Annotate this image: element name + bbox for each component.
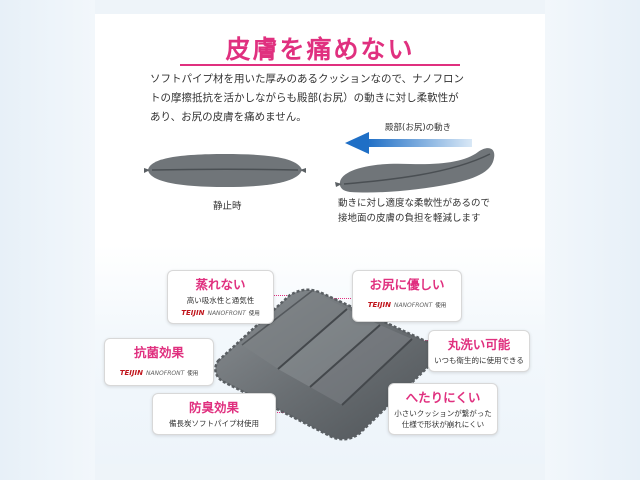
background-left xyxy=(0,0,95,480)
nanofront-logo: NANOFRONT xyxy=(393,301,433,309)
moving-caption-line: 動きに対し適度な柔軟性があるので xyxy=(338,198,491,209)
feature-title: 抗菌効果 xyxy=(133,345,184,360)
motion-arrow-icon xyxy=(345,132,472,154)
teijin-logo: TEIJIN xyxy=(181,309,205,317)
description-line: トの摩擦抵抗を活かしながらも殿部(お尻）の動きに対し柔軟性が xyxy=(150,92,459,104)
static-label: 静止時 xyxy=(213,201,242,212)
brand-use-label: 使用 xyxy=(248,311,260,317)
connector-line xyxy=(330,298,365,299)
brand-use-label: 使用 xyxy=(187,371,199,377)
feature-subtitle-line: 小さいクッションが繋がった xyxy=(394,409,492,418)
feature-title: お尻に優しい xyxy=(369,277,445,292)
feature-subtitle: 小さいクッションが繋がった 仕様で形状が崩れにくい xyxy=(389,408,497,430)
feature-subtitle: 高い吸水性と通気性 xyxy=(186,296,255,305)
brand-logo: TEIJIN NANOFRONT 使用 xyxy=(105,369,213,377)
static-cushion-illustration xyxy=(144,154,306,187)
arrow-label: 殿部(お尻)の動き xyxy=(385,123,452,133)
moving-caption: 動きに対し適度な柔軟性があるので 接地面の皮膚の負担を軽減します xyxy=(338,196,490,226)
nanofront-logo: NANOFRONT xyxy=(207,309,246,317)
feature-title: 防臭効果 xyxy=(188,400,239,415)
page-title: 皮膚を痛めない xyxy=(225,35,415,64)
feature-card-gentle: お尻に優しい TEIJIN NANOFRONT 使用 xyxy=(352,270,462,322)
feature-subtitle: いつも衛生的に使用できる xyxy=(434,356,524,365)
feature-card-deodorant: 防臭効果 備長炭ソフトパイプ材使用 xyxy=(152,393,276,435)
description-line: あり、お尻の皮膚を痛めません。 xyxy=(150,111,307,123)
feature-card-durable: へたりにくい 小さいクッションが繋がった 仕様で形状が崩れにくい xyxy=(388,383,498,435)
description: ソフトパイプ材を用いた厚みのあるクッションなので、ナノフロン トの摩擦抵抗を活か… xyxy=(150,70,495,127)
feature-title: へたりにくい xyxy=(405,390,481,405)
description-line: ソフトパイプ材を用いた厚みのあるクッションなので、ナノフロン xyxy=(150,73,465,85)
nanofront-logo: NANOFRONT xyxy=(145,369,185,377)
feature-card-steam: 蒸れない 高い吸水性と通気性 TEIJIN NANOFRONT 使用 xyxy=(167,270,274,324)
background-right xyxy=(545,0,640,480)
feature-subtitle-line: 仕様で形状が崩れにくい xyxy=(401,420,485,429)
teijin-logo: TEIJIN xyxy=(367,301,391,309)
title-underline xyxy=(180,64,460,66)
connector-line xyxy=(265,295,295,296)
moving-caption-line: 接地面の皮膚の負担を軽減します xyxy=(338,213,481,224)
feature-title: 丸洗い可能 xyxy=(447,337,511,352)
moving-cushion-illustration xyxy=(335,148,495,193)
feature-card-antibacterial: 抗菌効果 TEIJIN NANOFRONT 使用 xyxy=(104,338,214,386)
feature-card-washable: 丸洗い可能 いつも衛生的に使用できる xyxy=(428,330,530,372)
teijin-logo: TEIJIN xyxy=(119,369,143,377)
brand-logo: TEIJIN NANOFRONT 使用 xyxy=(168,309,273,317)
feature-title: 蒸れない xyxy=(195,277,246,292)
brand-logo: TEIJIN NANOFRONT 使用 xyxy=(353,301,461,309)
feature-subtitle: 備長炭ソフトパイプ材使用 xyxy=(169,419,259,428)
brand-use-label: 使用 xyxy=(435,303,447,309)
